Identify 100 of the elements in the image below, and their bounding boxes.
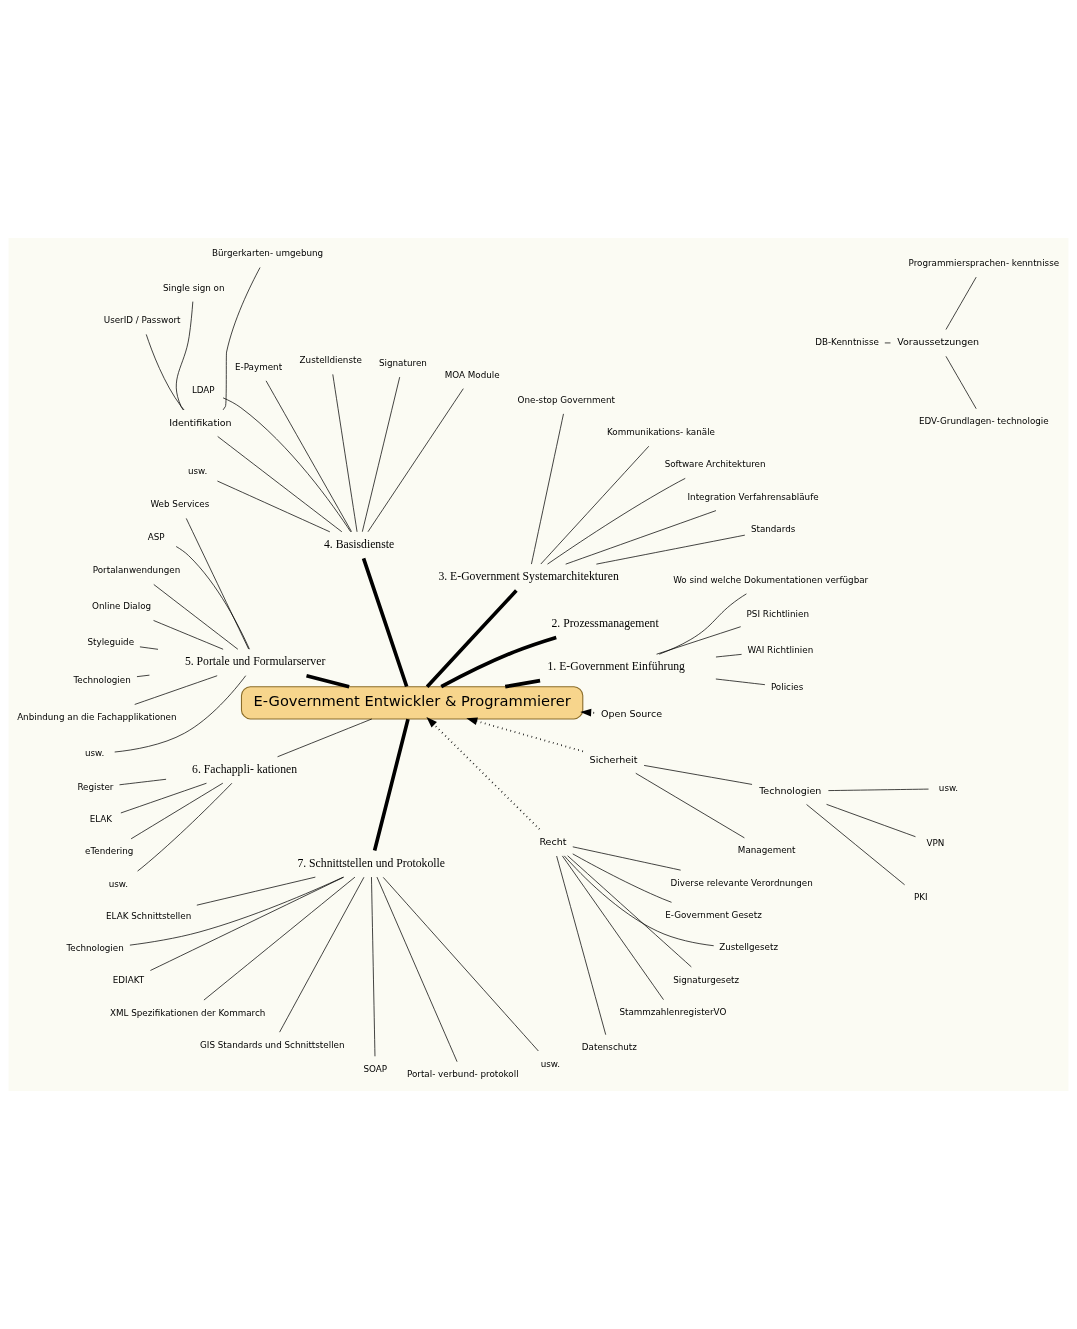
connector xyxy=(656,626,742,655)
connector xyxy=(561,855,664,1001)
node-text: WAI Richtlinien xyxy=(747,644,814,655)
node-text: Technologien xyxy=(73,675,131,686)
connector xyxy=(150,876,345,971)
node-text: Portal- verbund- protokoll xyxy=(406,1069,519,1080)
node-text: eTendering xyxy=(85,846,134,857)
node-text: E-Payment xyxy=(235,361,283,372)
node-text: Management xyxy=(737,845,796,856)
node-text: MOA Module xyxy=(444,369,500,380)
connector xyxy=(556,855,607,1036)
connector xyxy=(217,480,331,533)
node-text: LDAP xyxy=(191,385,215,396)
connector xyxy=(361,557,409,688)
node-text: ELAK xyxy=(89,814,113,825)
connector xyxy=(175,546,250,650)
connector xyxy=(134,675,218,705)
connector xyxy=(425,589,518,688)
node-text: Anbindung an die Fachapplikationen xyxy=(17,711,177,722)
node-text: 6. Fachappli- kationen xyxy=(192,762,298,776)
connector xyxy=(136,674,150,677)
connector xyxy=(130,782,224,840)
connector xyxy=(175,301,194,411)
node-text: Software Architekturen xyxy=(664,459,766,470)
node-text: XML Spezifikationen der Kommarch xyxy=(109,1007,266,1018)
node-text: Integration Verfahrensabläufe xyxy=(687,491,819,502)
connector xyxy=(332,374,358,533)
node-text: 2. Prozessmanagement xyxy=(551,617,659,631)
node-text: Voraussetzungen xyxy=(897,336,980,348)
node-text: Identifikation xyxy=(169,416,232,428)
connector xyxy=(540,445,650,565)
connector xyxy=(828,788,929,791)
connector xyxy=(715,654,742,658)
arrow xyxy=(466,717,584,753)
connector xyxy=(945,276,977,330)
connector xyxy=(137,782,233,872)
node-text: VPN xyxy=(926,838,945,849)
connector xyxy=(376,876,458,1063)
node-text: Sicherheit xyxy=(589,753,638,765)
connector xyxy=(145,334,185,411)
connector xyxy=(565,510,717,565)
node-text: Technologien xyxy=(759,784,822,796)
connector xyxy=(382,877,539,1052)
node-text: EDIAKT xyxy=(112,975,145,986)
node-text: StammzahlenregisterVO xyxy=(619,1007,727,1018)
connector xyxy=(567,855,692,968)
connector xyxy=(440,635,557,689)
connector xyxy=(563,855,715,947)
node-text: PSI Richtlinien xyxy=(746,608,809,619)
node-text: 4. Basisdienste xyxy=(324,537,395,551)
node-text: Policies xyxy=(770,681,804,692)
node-text: Wo sind welche Dokumentationen verfügbar xyxy=(673,574,869,585)
node-text: usw. xyxy=(187,466,208,477)
node-text: Bürgerkarten- umgebung xyxy=(212,248,324,259)
node-text: Web Services xyxy=(150,499,210,510)
connector xyxy=(372,718,410,851)
node-text: 7. Schnittstellen und Protokolle xyxy=(297,856,446,870)
node-text: Datenschutz xyxy=(581,1042,637,1053)
node-text: Signaturen xyxy=(379,358,427,369)
connector xyxy=(371,876,376,1057)
node-text: usw. xyxy=(108,878,129,889)
node-text: Recht xyxy=(539,836,567,848)
node-text: Online Dialog xyxy=(92,601,152,612)
connector xyxy=(945,355,977,410)
node-text: Open Source xyxy=(601,708,663,720)
connector xyxy=(806,804,905,886)
connector xyxy=(658,593,747,655)
connector xyxy=(367,388,464,533)
connector xyxy=(153,620,224,650)
connector xyxy=(572,853,672,903)
connector xyxy=(547,478,686,565)
connector xyxy=(265,380,352,533)
arrow xyxy=(426,716,541,831)
node-text: usw. xyxy=(938,783,959,794)
node-text: E-Government Gesetz xyxy=(665,909,762,920)
node-text: Diverse relevante Verordnungen xyxy=(670,877,813,888)
node-text: ASP xyxy=(147,531,165,542)
connector xyxy=(196,876,316,906)
node-text: PKI xyxy=(914,892,928,903)
node-text: Portalanwendungen xyxy=(92,565,181,576)
node-text: SOAP xyxy=(363,1063,388,1074)
connector xyxy=(306,673,350,689)
node-text: usw. xyxy=(540,1058,561,1069)
node-text: GIS Standards und Schnittstellen xyxy=(200,1039,345,1050)
connector xyxy=(153,584,239,650)
node-text: Signaturgesetz xyxy=(673,974,740,985)
node-text: Kommunikations- kanäle xyxy=(607,427,715,438)
connector xyxy=(531,413,564,565)
connector xyxy=(715,678,766,686)
arrow xyxy=(580,708,596,717)
connector xyxy=(114,675,247,753)
connector xyxy=(222,267,261,411)
connector xyxy=(279,876,365,1033)
connector xyxy=(643,765,753,785)
node-box: E-Government Entwickler & Programmierer xyxy=(240,686,584,720)
node-text: ELAK Schnittstellen xyxy=(106,910,192,921)
node-text: Technologien xyxy=(66,943,124,954)
node-text: 5. Portale und Formularserver xyxy=(184,655,326,669)
node-text: UserID / Passwort xyxy=(103,315,181,326)
connector xyxy=(119,778,167,786)
